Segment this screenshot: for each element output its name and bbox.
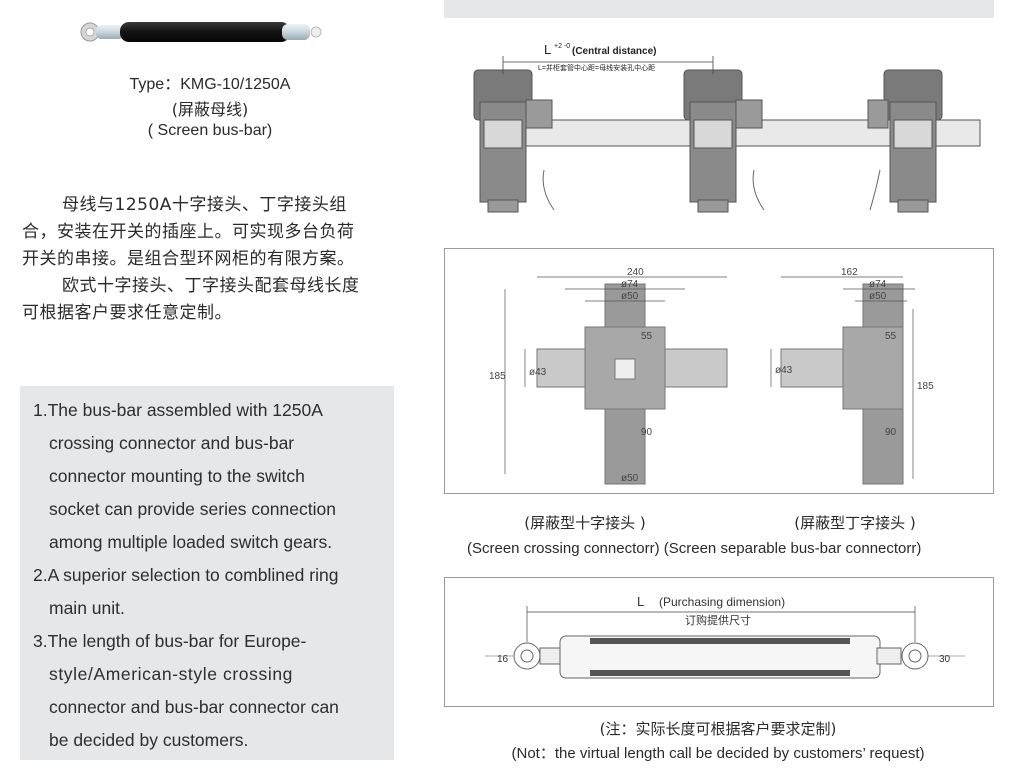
tee-dim-bore: ø43 (775, 365, 793, 376)
cross-dim-height: 185 (489, 371, 506, 382)
tee-dim-55: 55 (885, 331, 897, 342)
busbar-purchasing-cn: 订购提供尺寸 (685, 613, 751, 627)
product-type: Type：KMG-10/1250A (129, 76, 291, 93)
busbar-purchasing: (Purchasing dimension) (659, 595, 785, 609)
feature-item: 1.The bus-bar assembled with 1250A cross… (33, 400, 336, 552)
features-list: 1.The bus-bar assembled with 1250A cross… (20, 386, 394, 757)
cross-dim-90: 90 (641, 427, 653, 438)
assembly-note-cn: L=并柜套管中心距=母线安装孔中心距 (538, 63, 655, 72)
description-line: 合，安装在开关的插座上。可实现多台负荷 (22, 222, 355, 242)
length-note-cn: (注：实际长度可根据客户要求定制) (599, 720, 837, 738)
assembly-dim-label: L (544, 42, 551, 57)
feature-item: 3.The length of bus-bar for Europe- styl… (33, 631, 339, 750)
assembly-dim-tol: +2 -0 (554, 43, 570, 50)
busbar-right-dim: 30 (939, 654, 951, 665)
description-line: 母线与1250A十字接头、丁字接头组 (62, 195, 347, 215)
cross-caption-en: (Screen crossing connectorr) (467, 540, 660, 557)
tee-caption-cn: (屏蔽型丁字接头 ) (794, 514, 916, 532)
cross-caption-cn: (屏蔽型十字接头 ) (524, 514, 646, 532)
connector-captions-en: (Screen crossing connectorr) (Screen sep… (467, 540, 1007, 557)
connector-drawings: 240 ø74 ø50 55 185 ø43 90 ø50 162 ø74 ø5… (489, 267, 934, 485)
description-line: 可根据客户要求任意定制。 (22, 303, 232, 323)
tee-dim-inner: ø50 (869, 291, 887, 302)
description-cn: 母线与1250A十字接头、丁字接头组 合，安装在开关的插座上。可实现多台负荷 开… (22, 192, 400, 327)
top-gray-bar (444, 0, 994, 18)
tee-caption-en: (Screen separable bus-bar connectorr) (663, 540, 922, 557)
description-line: 欧式十字接头、丁字接头配套母线长度 (62, 276, 360, 296)
tee-dim-width: 162 (841, 267, 858, 278)
cross-dim-outer: ø74 (621, 279, 639, 290)
tee-dim-outer: ø74 (869, 279, 887, 290)
cross-dim-width: 240 (627, 267, 644, 278)
cross-dim-inner: ø50 (621, 291, 639, 302)
busbar-product-photo (80, 22, 322, 42)
cross-dim-55: 55 (641, 331, 653, 342)
features-box: 1.The bus-bar assembled with 1250A cross… (20, 386, 394, 760)
length-note-en: (Not：the virtual length call be decided … (511, 745, 925, 762)
busbar-drawing: L (Purchasing dimension) 订购提供尺寸 16 30 (485, 594, 965, 679)
cross-dim-bottom: ø50 (621, 473, 639, 484)
description-line: 开关的串接。是组合型环网柜的有限方案。 (22, 249, 355, 269)
assembly-central-distance: (Central distance) (572, 46, 656, 57)
product-name-cn: (屏蔽母线) (171, 100, 249, 119)
connector-drawings-panel: 240 ø74 ø50 55 185 ø43 90 ø50 162 ø74 ø5… (444, 248, 994, 494)
cross-dim-bore: ø43 (529, 367, 547, 378)
tee-dim-height: 185 (917, 381, 934, 392)
busbar-left-dim: 16 (497, 654, 509, 665)
tee-dim-90: 90 (885, 427, 897, 438)
product-name-en: ( Screen bus-bar) (147, 122, 273, 139)
busbar-drawing-panel: L (Purchasing dimension) 订购提供尺寸 16 30 (444, 577, 994, 707)
assembly-drawing: L +2 -0 (Central distance) L=并柜套管中心距=母线安… (473, 42, 981, 213)
feature-item: 2.A superior selection to comblined ring… (33, 565, 339, 618)
busbar-dim-label: L (637, 594, 644, 609)
